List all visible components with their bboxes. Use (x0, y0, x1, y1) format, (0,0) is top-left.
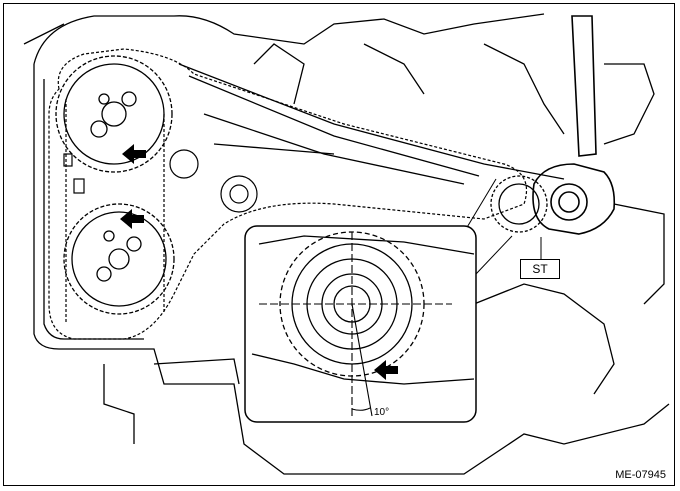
tool-label-st: ST (520, 259, 560, 279)
chain-tensioner (63, 149, 258, 213)
diagram-frame: ST 10° ME-07945 (3, 3, 675, 486)
timing-chain (48, 48, 528, 340)
engine-block-outline (23, 13, 670, 475)
detail-inset (244, 225, 477, 423)
crank-sprocket (490, 175, 548, 233)
figure-id: ME-07945 (615, 469, 666, 481)
arrow-icon (122, 144, 146, 164)
angle-label: 10° (374, 407, 390, 418)
special-tool-wrench (532, 15, 616, 235)
cam-sprocket-lower (63, 203, 175, 315)
detail-leader-lines (465, 178, 513, 275)
arrow-icon (120, 209, 144, 229)
arrow-icon (374, 360, 398, 380)
cam-sprocket-upper (55, 55, 173, 173)
engine-timing-chain-illustration (23, 13, 670, 475)
